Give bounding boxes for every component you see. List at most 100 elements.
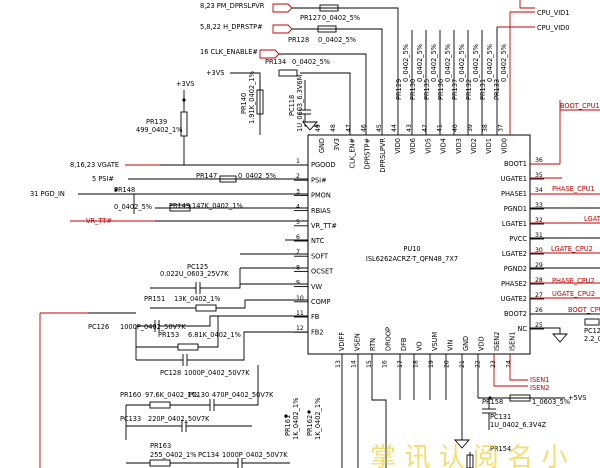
pr139-value: 499_0402_1% (136, 126, 182, 134)
pin-number-right-31: 31 (535, 232, 543, 239)
pin-name-left-2: PSI# (311, 176, 327, 184)
pin-number-right-32: 32 (535, 217, 543, 224)
pin-number-top-49: 49 (315, 124, 322, 132)
pin-name-bottom-19: VSUM (431, 331, 439, 351)
pin-number-right-26: 26 (535, 307, 543, 314)
bottom-pin-group: 13VDIFF14VSEN15RTN16DROOP17DFB18VO19VSUM… (335, 327, 517, 368)
pin-name-top-47: CLK_EN# (348, 138, 356, 169)
pin-number-top-48: 48 (330, 124, 337, 132)
pin-name-bottom-20: VIN (447, 340, 455, 351)
pin-number-top-37: 37 (497, 124, 504, 132)
pr136-value: 0_0402_5% (444, 44, 452, 82)
pin-name-left-9: VW (311, 283, 323, 291)
pin-number-left-6: 6 (296, 234, 300, 241)
ground-symbol-bottom (454, 439, 470, 449)
net-lgate1: LGATE (584, 215, 600, 223)
pr163-value: 255_0402_1% (150, 451, 196, 459)
resistor-pr160 (149, 401, 171, 409)
pin-number-right-35: 35 (535, 172, 543, 179)
pin-name-top-44: VID0 (394, 138, 402, 154)
net-plus3vs-top: +3VS (206, 69, 224, 77)
pin-name-left-11: FB (311, 313, 320, 321)
pr136-label: PR136 (437, 79, 445, 100)
vid-resistor-array: CPU_VID1 CPU_VID0 PR129 PR130 PR135 PR13… (395, 0, 569, 135)
pin-name-top-40: VID3 (455, 138, 463, 154)
pin-number-bottom-14: 14 (351, 360, 358, 368)
pr137-value: 0_0402_5% (458, 44, 466, 82)
pin-name-right-27: UGATE2 (501, 295, 527, 303)
pr133-value: 0_0402_5% (500, 44, 508, 82)
pin-number-left-12: 12 (296, 325, 304, 332)
pr132-value: 0_0402_5% (472, 44, 480, 82)
pin-name-top-41: VID4 (440, 138, 448, 154)
pr140-value: 1.91K_0402_1% (248, 71, 256, 124)
pin-number-right-30: 30 (535, 247, 543, 254)
pin-name-left-6: NTC (311, 237, 325, 245)
pin-name-top-37: VID0 (500, 138, 508, 154)
net-lgate-cpu2: LGATE_CPU2 (551, 245, 593, 253)
pin-number-right-33: 33 (535, 202, 543, 209)
resistor-pr147 (219, 175, 237, 183)
net-pgd-in: 31 PGD_IN (30, 190, 65, 198)
pc130-ref: PC130 (188, 391, 209, 399)
pin-number-left-10: 10 (296, 295, 304, 302)
pin-name-right-28: PHASE2 (501, 280, 527, 288)
pin-number-left-4: 4 (296, 204, 300, 211)
pc131-ref: PC131 (490, 413, 511, 421)
pin-number-bottom-20: 20 (444, 360, 451, 368)
pin-name-bottom-13: VDIFF (338, 332, 346, 351)
pr162-label: PR162 (306, 415, 314, 436)
pin-number-bottom-23: 23 (490, 360, 497, 368)
pc127-ref: PC127 (584, 327, 600, 335)
net-plus3vs-left: +3VS (176, 80, 194, 88)
pc127-value: 2.2_0603 (584, 335, 600, 343)
pr149-value: 147K_0402_1% (192, 202, 243, 210)
pin-name-right-35: UGATE1 (501, 175, 527, 183)
pin-number-top-47: 47 (345, 124, 352, 132)
pr133-label: PR133 (493, 79, 501, 100)
pin-number-bottom-19: 19 (428, 360, 435, 368)
top-pin-group: 49GND483V347CLK_EN#46DPRSTP#45DPRSLPVR44… (315, 124, 508, 172)
pin-number-left-1: 1 (296, 158, 300, 165)
pr132-label: PR132 (465, 79, 473, 100)
pin-number-bottom-13: 13 (335, 360, 342, 368)
pin-number-bottom-15: 15 (366, 360, 373, 368)
pin-number-top-42: 42 (421, 124, 428, 132)
resistor-pr149 (169, 204, 191, 212)
pc118-ref: PC118 (288, 95, 296, 116)
pc133-ref: PC133 (120, 415, 141, 423)
pc130-value: 470P_0402_50V7K (212, 391, 274, 399)
pin-number-left-3: 3 (296, 188, 300, 195)
pr134-ref: PR134 (265, 58, 286, 66)
net-phase-cpu1: PHASE_CPU1 (552, 185, 595, 193)
junction-pr148 (114, 188, 118, 192)
pin-name-bottom-15: RTN (369, 338, 377, 351)
pin-name-right-26: BOOT2 (504, 310, 527, 318)
pr130-label: PR130 (409, 79, 417, 100)
resistor-pr127 (319, 4, 339, 12)
pin-number-right-25: 25 (535, 322, 543, 329)
pin-number-bottom-24: 24 (506, 360, 513, 368)
ic-part-number: ISL6262ACRZ-T_QFN48_7X7 (366, 255, 458, 263)
ground-symbol-right (552, 333, 568, 343)
pin-name-left-7: SOFT (311, 252, 329, 260)
pr163-ref: PR163 (150, 442, 171, 450)
pr153-value: 6.81K_0402_1% (188, 331, 241, 339)
pr140-ref: PR140 (240, 93, 248, 114)
pin-name-bottom-14: VSEN (354, 333, 362, 351)
pr147-ref: PR147 (196, 172, 217, 180)
bottom-circuit: +5VS PR158 1_0603_5% PC131 1U_0402_6.3V4… (341, 354, 586, 468)
pin-number-right-29: 29 (535, 262, 543, 269)
resistor-pr151 (195, 304, 217, 312)
watermark-text: 掌 讯 认 阅 名 小 (370, 443, 567, 468)
pr161-value: 1K_0402_1% (292, 398, 300, 440)
pin-name-left-8: OCSET (311, 268, 334, 276)
pin-name-top-46: DPRSTP# (364, 138, 372, 170)
net-clk-enable: 16 CLK_ENABLE# (200, 48, 258, 56)
pc126-ref: PC126 (88, 323, 109, 331)
pr129-label: PR129 (395, 79, 403, 100)
right-circuit: BOOT_CPU1 PHASE_CPU1 LGATE LGATE_CPU2 PH… (530, 100, 600, 343)
net-phase-cpu2: PHASE_CPU2 (552, 277, 595, 285)
pin-name-right-31: PVCC (509, 235, 527, 243)
pin-number-left-2: 2 (296, 173, 300, 180)
